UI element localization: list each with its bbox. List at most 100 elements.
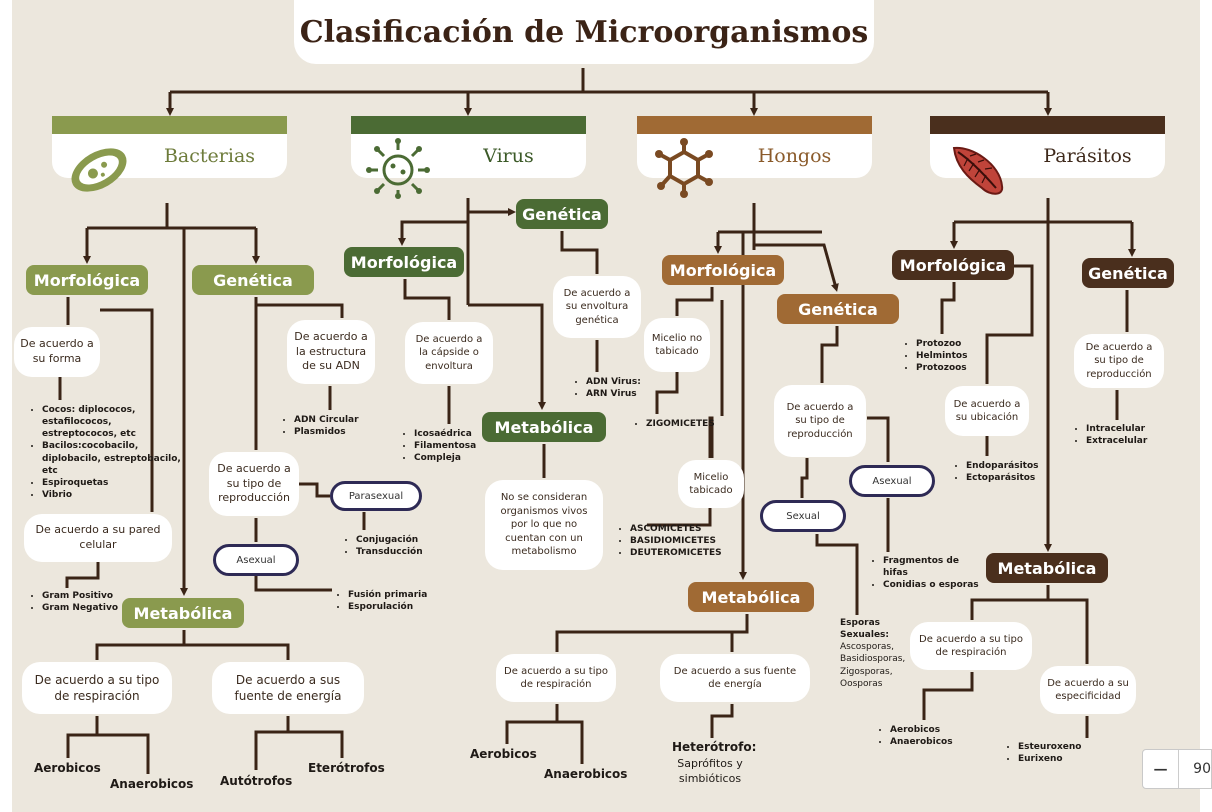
list-item: Icosaédrica <box>414 428 504 440</box>
list-item: Espiroquetas <box>42 477 182 489</box>
zoom-out-button[interactable]: − <box>1152 757 1169 781</box>
parasitos-morf-list: Protozoo Helmintos Protozoos <box>902 338 996 374</box>
list-item: ADN Circular <box>294 414 394 426</box>
connector-line <box>922 672 974 720</box>
list-item: Protozoos <box>916 362 996 374</box>
bacteria-icon <box>71 148 127 192</box>
bacterias-forma-list: Cocos: diplococos, estafilococos, estrep… <box>28 404 182 501</box>
parasitos-ubicacion-list: Endoparásitos Ectoparásitos <box>952 460 1066 484</box>
list-item: ASCOMICETES <box>630 523 750 535</box>
list-item: BASIDIOMICETES <box>630 535 750 547</box>
connector-line <box>815 534 859 615</box>
list-item: Gram Negativo <box>42 602 152 614</box>
bacterias-pared-list: Gram Positivo Gram Negativo <box>28 590 152 614</box>
parasitos-respiracion-box: De acuerdo a su tipo de respiración <box>910 622 1032 670</box>
list-item: Conidias o esporas <box>883 579 983 591</box>
list-item: Esteuroxeno <box>1018 741 1118 753</box>
connector-arrow <box>398 220 468 246</box>
list-item: Zigosporas, <box>840 666 893 677</box>
hongos-genetica-pill: Genética <box>777 294 899 324</box>
bacterias-metabolica-pill: Metabólica <box>122 598 244 628</box>
hongos-heterotrofo-sub: Saprófitos y simbióticos <box>677 757 743 785</box>
connector-line <box>710 704 734 738</box>
bacterias-reproduccion-box: De acuerdo a su tipo de reproducción <box>209 452 299 516</box>
list-item: Extracelular <box>1086 435 1186 447</box>
connector-line <box>985 264 1034 384</box>
list-item: Compleja <box>414 452 504 464</box>
parasitos-reproduccion-list: Intracelular Extracelular <box>1072 423 1186 447</box>
category-label: Virus <box>483 145 534 167</box>
bacterias-pared-box: De acuerdo a su pared celular <box>24 514 172 562</box>
category-label: Bacterias <box>163 145 256 167</box>
virus-morfologica-pill: Morfológica <box>344 247 464 277</box>
bacterias-aerobicos: Aerobicos <box>34 761 101 775</box>
category-hongos: Hongos <box>637 116 872 198</box>
bacterias-energia-box: De acuerdo a sus fuente de energía <box>212 662 364 714</box>
connector-line <box>65 562 100 588</box>
list-item: ZIGOMICETES <box>646 418 746 430</box>
virus-nota-box: No se consideran organismos vivos por lo… <box>485 480 603 570</box>
bacterias-parasexual-oval: Parasexual <box>330 481 422 511</box>
connector-line <box>184 643 290 660</box>
connector-lines <box>58 68 1136 774</box>
bacterias-adn-box: De acuerdo a la estructura de su ADN <box>287 320 375 384</box>
connector-line <box>647 508 712 527</box>
connector-line <box>867 416 890 462</box>
connector-arrow <box>468 303 546 410</box>
connector-line <box>254 716 290 770</box>
hongos-metabolica-pill: Metabólica <box>688 582 814 612</box>
connector-line <box>730 630 747 652</box>
hongos-sexual-note: Esporas Sexuales: Ascosporas, Basidiospo… <box>824 617 914 690</box>
diagram-canvas: Clasificación de Microorganismos Bacteri… <box>12 0 1212 812</box>
connector-line <box>403 279 451 320</box>
list-item: Helmintos <box>916 350 996 362</box>
hongos-asexual-oval: Asexual <box>849 465 935 497</box>
hongos-tabicado-list: ASCOMICETES BASIDIOMICETES DEUTEROMICETE… <box>616 523 750 559</box>
list-item: Cocos: diplococos, estafilococos, estrep… <box>42 404 182 440</box>
page-title: Clasificación de Microorganismos <box>294 0 874 64</box>
molecule-icon <box>655 138 713 198</box>
bacterias-autotrofos: Autótrofos <box>220 774 293 788</box>
connector-line <box>97 733 150 774</box>
hongos-no-tabicado-box: Micelio no tabicado <box>644 318 710 372</box>
virus-genetica-pill: Genética <box>516 199 608 229</box>
connector-line <box>655 372 679 414</box>
connector-line <box>555 614 749 652</box>
list-item: Gram Positivo <box>42 590 152 602</box>
connector-line <box>708 416 714 458</box>
list-item: ADN Virus: <box>586 376 676 388</box>
hongos-anaerobicos: Anaerobicos <box>544 767 628 781</box>
hongos-heterotrofo: Heterótrofo: <box>672 740 757 754</box>
list-item: Oosporas <box>840 678 883 689</box>
hongos-respiracion-box: De acuerdo a su tipo de respiración <box>496 654 616 702</box>
list-item: Conjugación <box>356 534 456 546</box>
connector-line <box>100 308 154 512</box>
list-item: Transducción <box>356 546 456 558</box>
hongos-morfologica-pill: Morfológica <box>662 255 784 285</box>
bacterias-parasexual-list: Conjugación Transducción <box>342 534 456 558</box>
parasitos-especificidad-list: Esteuroxeno Eurixeno <box>1004 741 1118 765</box>
zoom-level[interactable]: 90 <box>1178 750 1211 788</box>
category-virus: Virus <box>351 116 586 199</box>
virus-capside-list: Icosaédrica Filamentosa Compleja <box>400 428 504 464</box>
connector-line <box>940 282 956 334</box>
connector-arrow <box>754 243 839 292</box>
virus-capside-box: De acuerdo a la cápside o envoltura <box>405 322 493 384</box>
bacterias-asexual-oval: Asexual <box>213 544 299 576</box>
parasitos-especificidad-box: De acuerdo a su especificidad <box>1040 666 1136 714</box>
parasite-icon <box>952 146 1004 195</box>
parasitos-genetica-pill: Genética <box>1082 258 1174 288</box>
hongos-aerobicos: Aerobicos <box>470 747 537 761</box>
list-item: Fragmentos de hifas <box>883 555 983 579</box>
category-parasitos: Parásitos <box>930 116 1165 195</box>
hongos-sexual-title: Esporas Sexuales: <box>840 618 890 641</box>
virus-envoltura-box: De acuerdo a su envoltura genética <box>553 276 641 338</box>
category-label: Parásitos <box>1043 145 1132 167</box>
connector-line <box>557 720 584 764</box>
list-item: Ectoparásitos <box>966 472 1066 484</box>
parasitos-reproduccion-box: De acuerdo a su tipo de reproducción <box>1074 334 1164 388</box>
list-item: Intracelular <box>1086 423 1186 435</box>
connector-line <box>1048 598 1089 664</box>
connector-line <box>560 231 599 274</box>
list-item: ARN Virus <box>586 388 676 400</box>
